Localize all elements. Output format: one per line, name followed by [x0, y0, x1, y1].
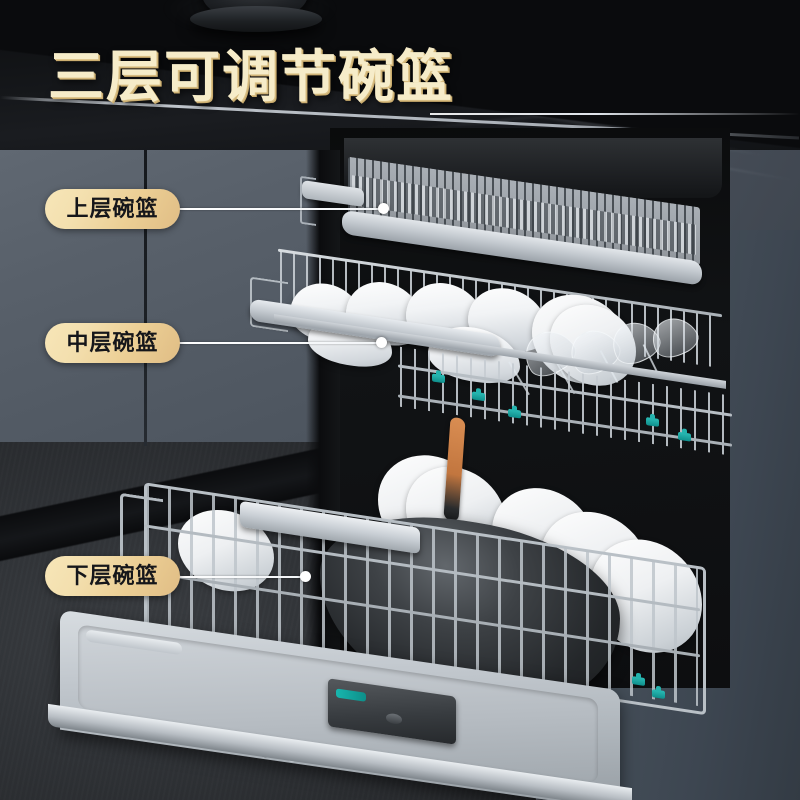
teal-clip-icon [508, 408, 521, 419]
leader-line-middle [168, 342, 380, 344]
callout-pill-lower[interactable]: 下层碗篮 [45, 556, 180, 596]
leader-dot-upper [378, 203, 389, 214]
callout-label-upper: 上层碗篮 [66, 196, 159, 221]
callout-pill-middle[interactable]: 中层碗篮 [45, 323, 180, 363]
leader-dot-middle [376, 337, 387, 348]
leader-dot-lower [300, 571, 311, 582]
page-title: 三层可调节碗篮 [48, 45, 454, 108]
teal-clip-icon [472, 391, 485, 402]
leader-line-upper [168, 208, 382, 210]
callout-label-lower: 下层碗篮 [66, 563, 159, 588]
callout-pill-upper[interactable]: 上层碗篮 [45, 189, 180, 229]
teal-clip-icon [432, 373, 445, 384]
leader-line-lower [160, 576, 306, 578]
cutlery-tray-rail-left [300, 175, 316, 227]
teal-clip-icon [646, 417, 659, 427]
callout-label-middle: 中层碗篮 [66, 330, 159, 355]
countertop-edge-highlight-right [430, 113, 800, 115]
cooking-pot-rim [190, 6, 322, 32]
rinse-aid-dial-icon[interactable] [386, 712, 402, 725]
teal-clip-icon [678, 431, 691, 442]
dispenser-release-tab[interactable] [336, 688, 366, 702]
